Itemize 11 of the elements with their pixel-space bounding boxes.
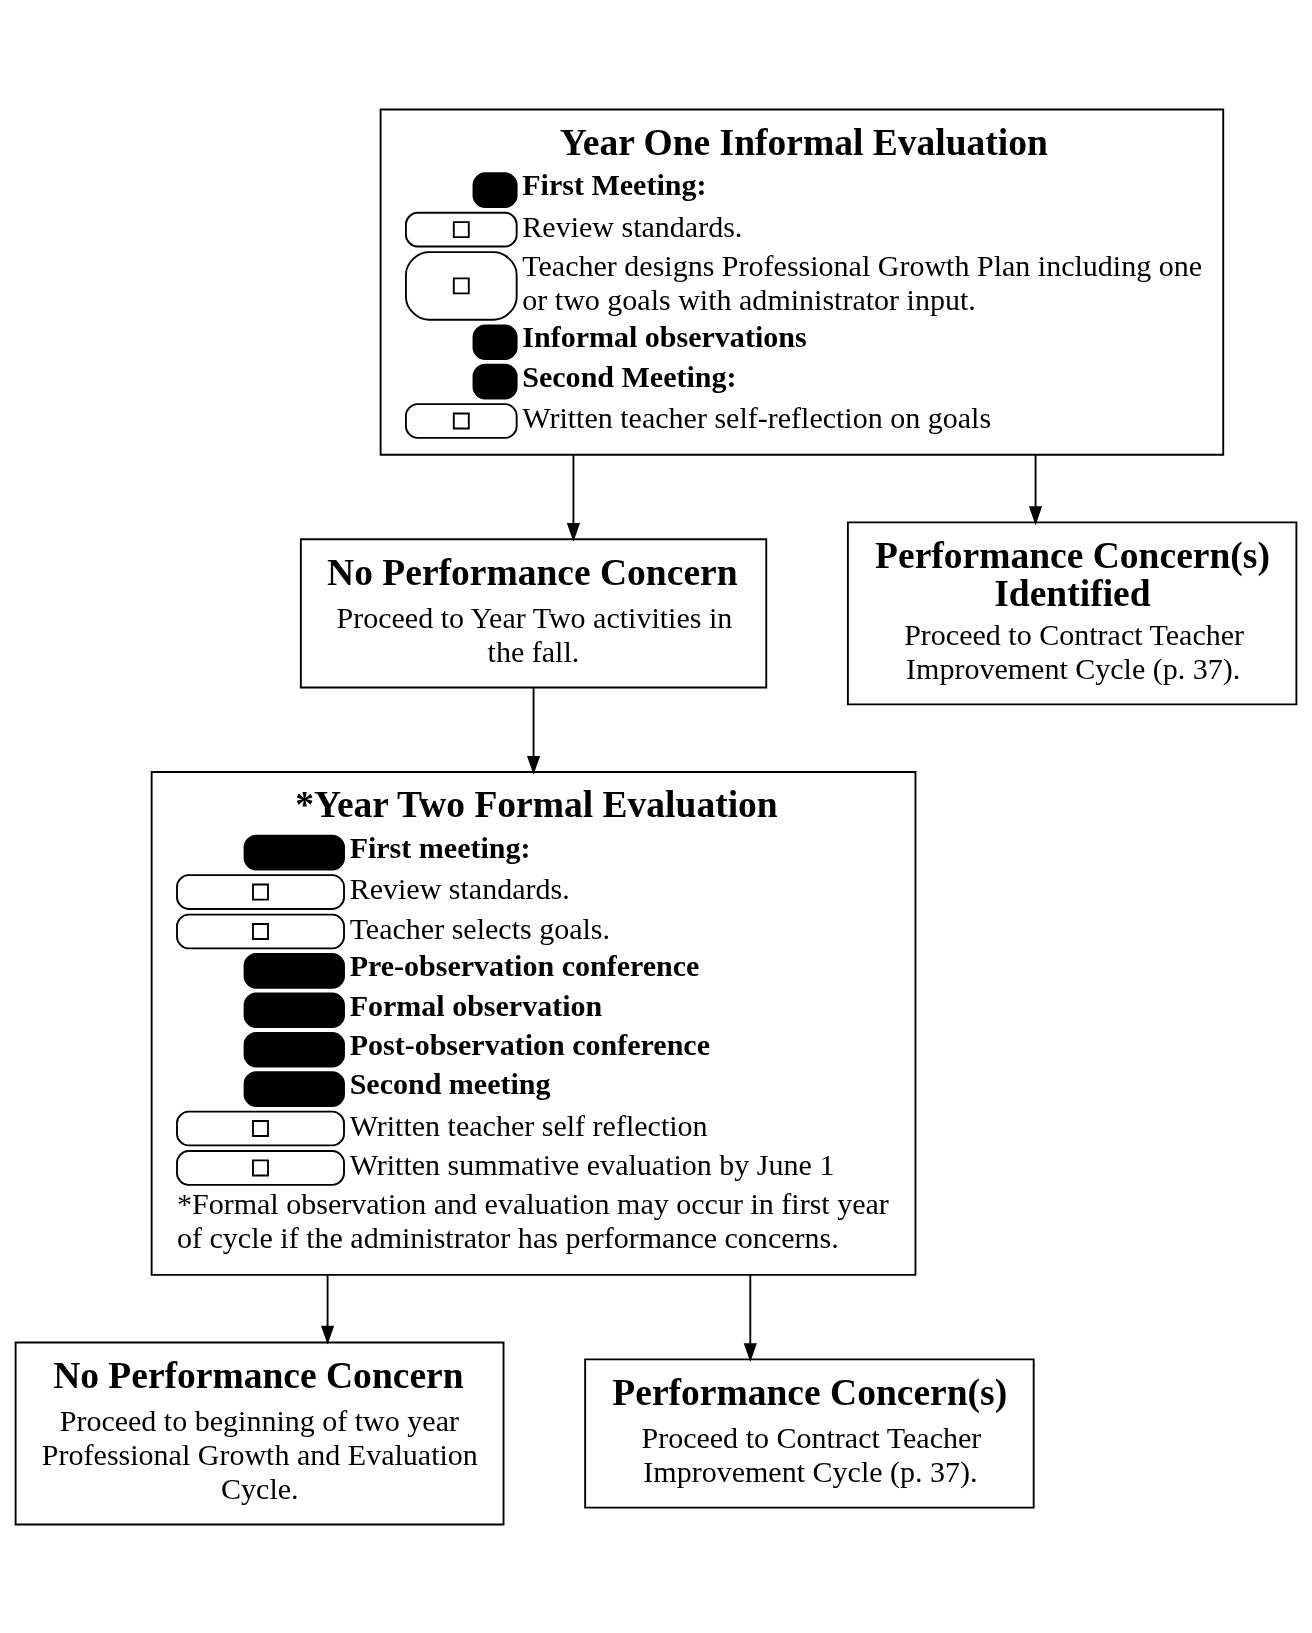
arrow: [1028, 453, 1043, 525]
node-box: No Performance Concern Proceed to beginning of two year Professional Growth and Evaluation Cycle.: [14, 1341, 505, 1525]
node-box: Performance Concern(s) Identified Proceed to Contract Teacher Improvement Cycle (p. 37).: [846, 520, 1298, 705]
node-box: Year One Informal Evaluation First Meeting: Review standards. Teacher designs Professional Growth Plan including one or two goals with administrator input. Informal observations Second Meeting: Written teacher self-reflection on goals: [379, 108, 1225, 456]
node-box: *Year Two Formal Evaluation First meeting: Review standards. Teacher selects goals. Pre-observation conference Formal observation Post-observation conference Second meeting Written teacher self reflection Written summative evaluation by June 1 *Formal observation and evaluation may occur in first year of cycle if the administrator has performance concerns.: [150, 770, 917, 1276]
arrow: [321, 1273, 335, 1344]
arrow: [566, 453, 580, 542]
node-box: No Performance Concern Proceed to Year Two activities in the fall.: [299, 537, 768, 688]
arrow: [526, 686, 541, 775]
node-box: Performance Concern(s) Proceed to Contract Teacher Improvement Cycle (p. 37).: [584, 1357, 1035, 1509]
arrow: [743, 1273, 757, 1362]
